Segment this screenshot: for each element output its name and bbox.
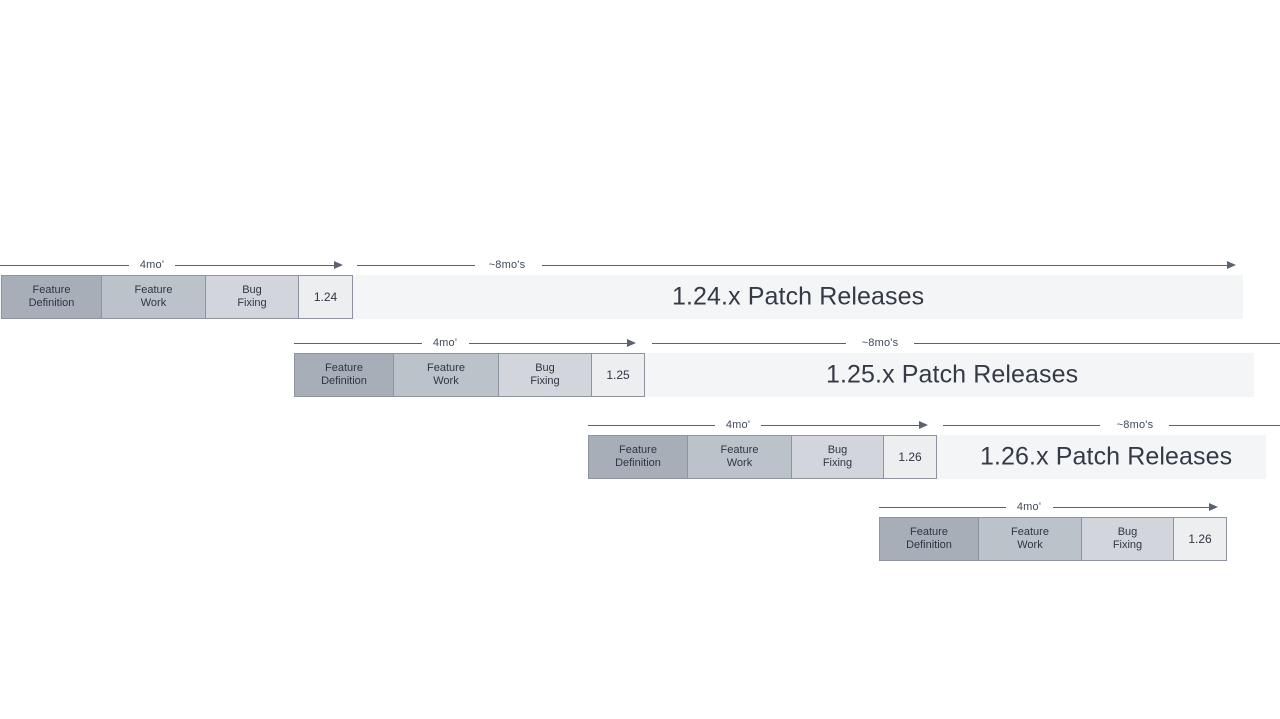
measure-arrowhead [1227,261,1236,269]
phase-feature-definition-1-26-next[interactable]: Feature Definition [879,517,978,561]
measure-line-right [1053,507,1211,508]
measure-line-right [761,425,920,426]
measure-arrowhead [627,339,636,347]
measure-line-right [542,265,1228,266]
phase-bug-fixing-1-24[interactable]: Bug Fixing [205,275,298,319]
measure-label-patch-1-25: ~8mo's [861,337,899,349]
measure-line-right [1169,425,1280,426]
measure-arrowhead [334,261,343,269]
measure-line-left [879,507,1006,508]
patch-release-label-1-26: 1.26.x Patch Releases [980,442,1233,471]
measure-label-development-1-26: 4mo' [725,419,751,431]
measure-development-1-25: 4mo' [294,333,647,355]
measure-arrowhead [919,421,928,429]
measure-patch-1-25: ~8mo's [652,333,1280,355]
measure-label-patch-1-24: ~8mo's [488,259,526,271]
phase-group-1-24: Feature Definition Feature Work Bug Fixi… [1,275,353,319]
phase-group-1-26-next: Feature Definition Feature Work Bug Fixi… [879,517,1227,561]
phase-bug-fixing-1-26[interactable]: Bug Fixing [791,435,883,479]
phase-feature-definition-1-24[interactable]: Feature Definition [1,275,101,319]
measure-development-1-26-next: 4mo' [879,497,1229,519]
measure-label-patch-1-26: ~8mo's [1116,419,1154,431]
phase-version-1-25[interactable]: 1.25 [591,353,645,397]
phase-group-1-25: Feature Definition Feature Work Bug Fixi… [294,353,645,397]
phase-version-1-26[interactable]: 1.26 [883,435,937,479]
phase-bug-fixing-1-25[interactable]: Bug Fixing [498,353,591,397]
phase-feature-definition-1-26[interactable]: Feature Definition [588,435,687,479]
measure-arrowhead [1209,503,1218,511]
release-row-1-25: 1.25.x Patch Releases Feature Definition… [294,337,1280,413]
measure-line-left [588,425,715,426]
measure-line-right [175,265,335,266]
phase-feature-work-1-26[interactable]: Feature Work [687,435,791,479]
phase-feature-work-1-26-next[interactable]: Feature Work [978,517,1081,561]
measure-label-development-1-25: 4mo' [432,337,458,349]
release-row-1-26: 1.26.x Patch Releases Feature Definition… [588,419,1280,495]
measure-development-1-26: 4mo' [588,415,939,437]
phase-version-1-26-next[interactable]: 1.26 [1173,517,1227,561]
measure-line-left [652,343,846,344]
patch-release-label-1-24: 1.24.x Patch Releases [672,282,925,311]
measure-line-right [469,343,628,344]
measure-line-left [0,265,129,266]
release-row-1-26-next: Feature Definition Feature Work Bug Fixi… [879,501,1280,577]
measure-label-development-1-24: 4mo' [139,259,165,271]
phase-group-1-26: Feature Definition Feature Work Bug Fixi… [588,435,937,479]
measure-line-left [943,425,1100,426]
measure-patch-1-24: ~8mo's [357,255,1237,277]
phase-feature-work-1-25[interactable]: Feature Work [393,353,498,397]
release-row-1-24: 1.24.x Patch Releases Feature Definition… [0,259,1280,335]
phase-version-1-24[interactable]: 1.24 [298,275,353,319]
measure-line-left [294,343,422,344]
measure-line-right [914,343,1280,344]
measure-line-left [357,265,475,266]
patch-release-label-1-25: 1.25.x Patch Releases [826,360,1079,389]
measure-development-1-24: 4mo' [0,255,353,277]
phase-feature-work-1-24[interactable]: Feature Work [101,275,205,319]
phase-feature-definition-1-25[interactable]: Feature Definition [294,353,393,397]
measure-patch-1-26: ~8mo's [943,415,1280,437]
measure-label-development-1-26-next: 4mo' [1016,501,1042,513]
phase-bug-fixing-1-26-next[interactable]: Bug Fixing [1081,517,1173,561]
